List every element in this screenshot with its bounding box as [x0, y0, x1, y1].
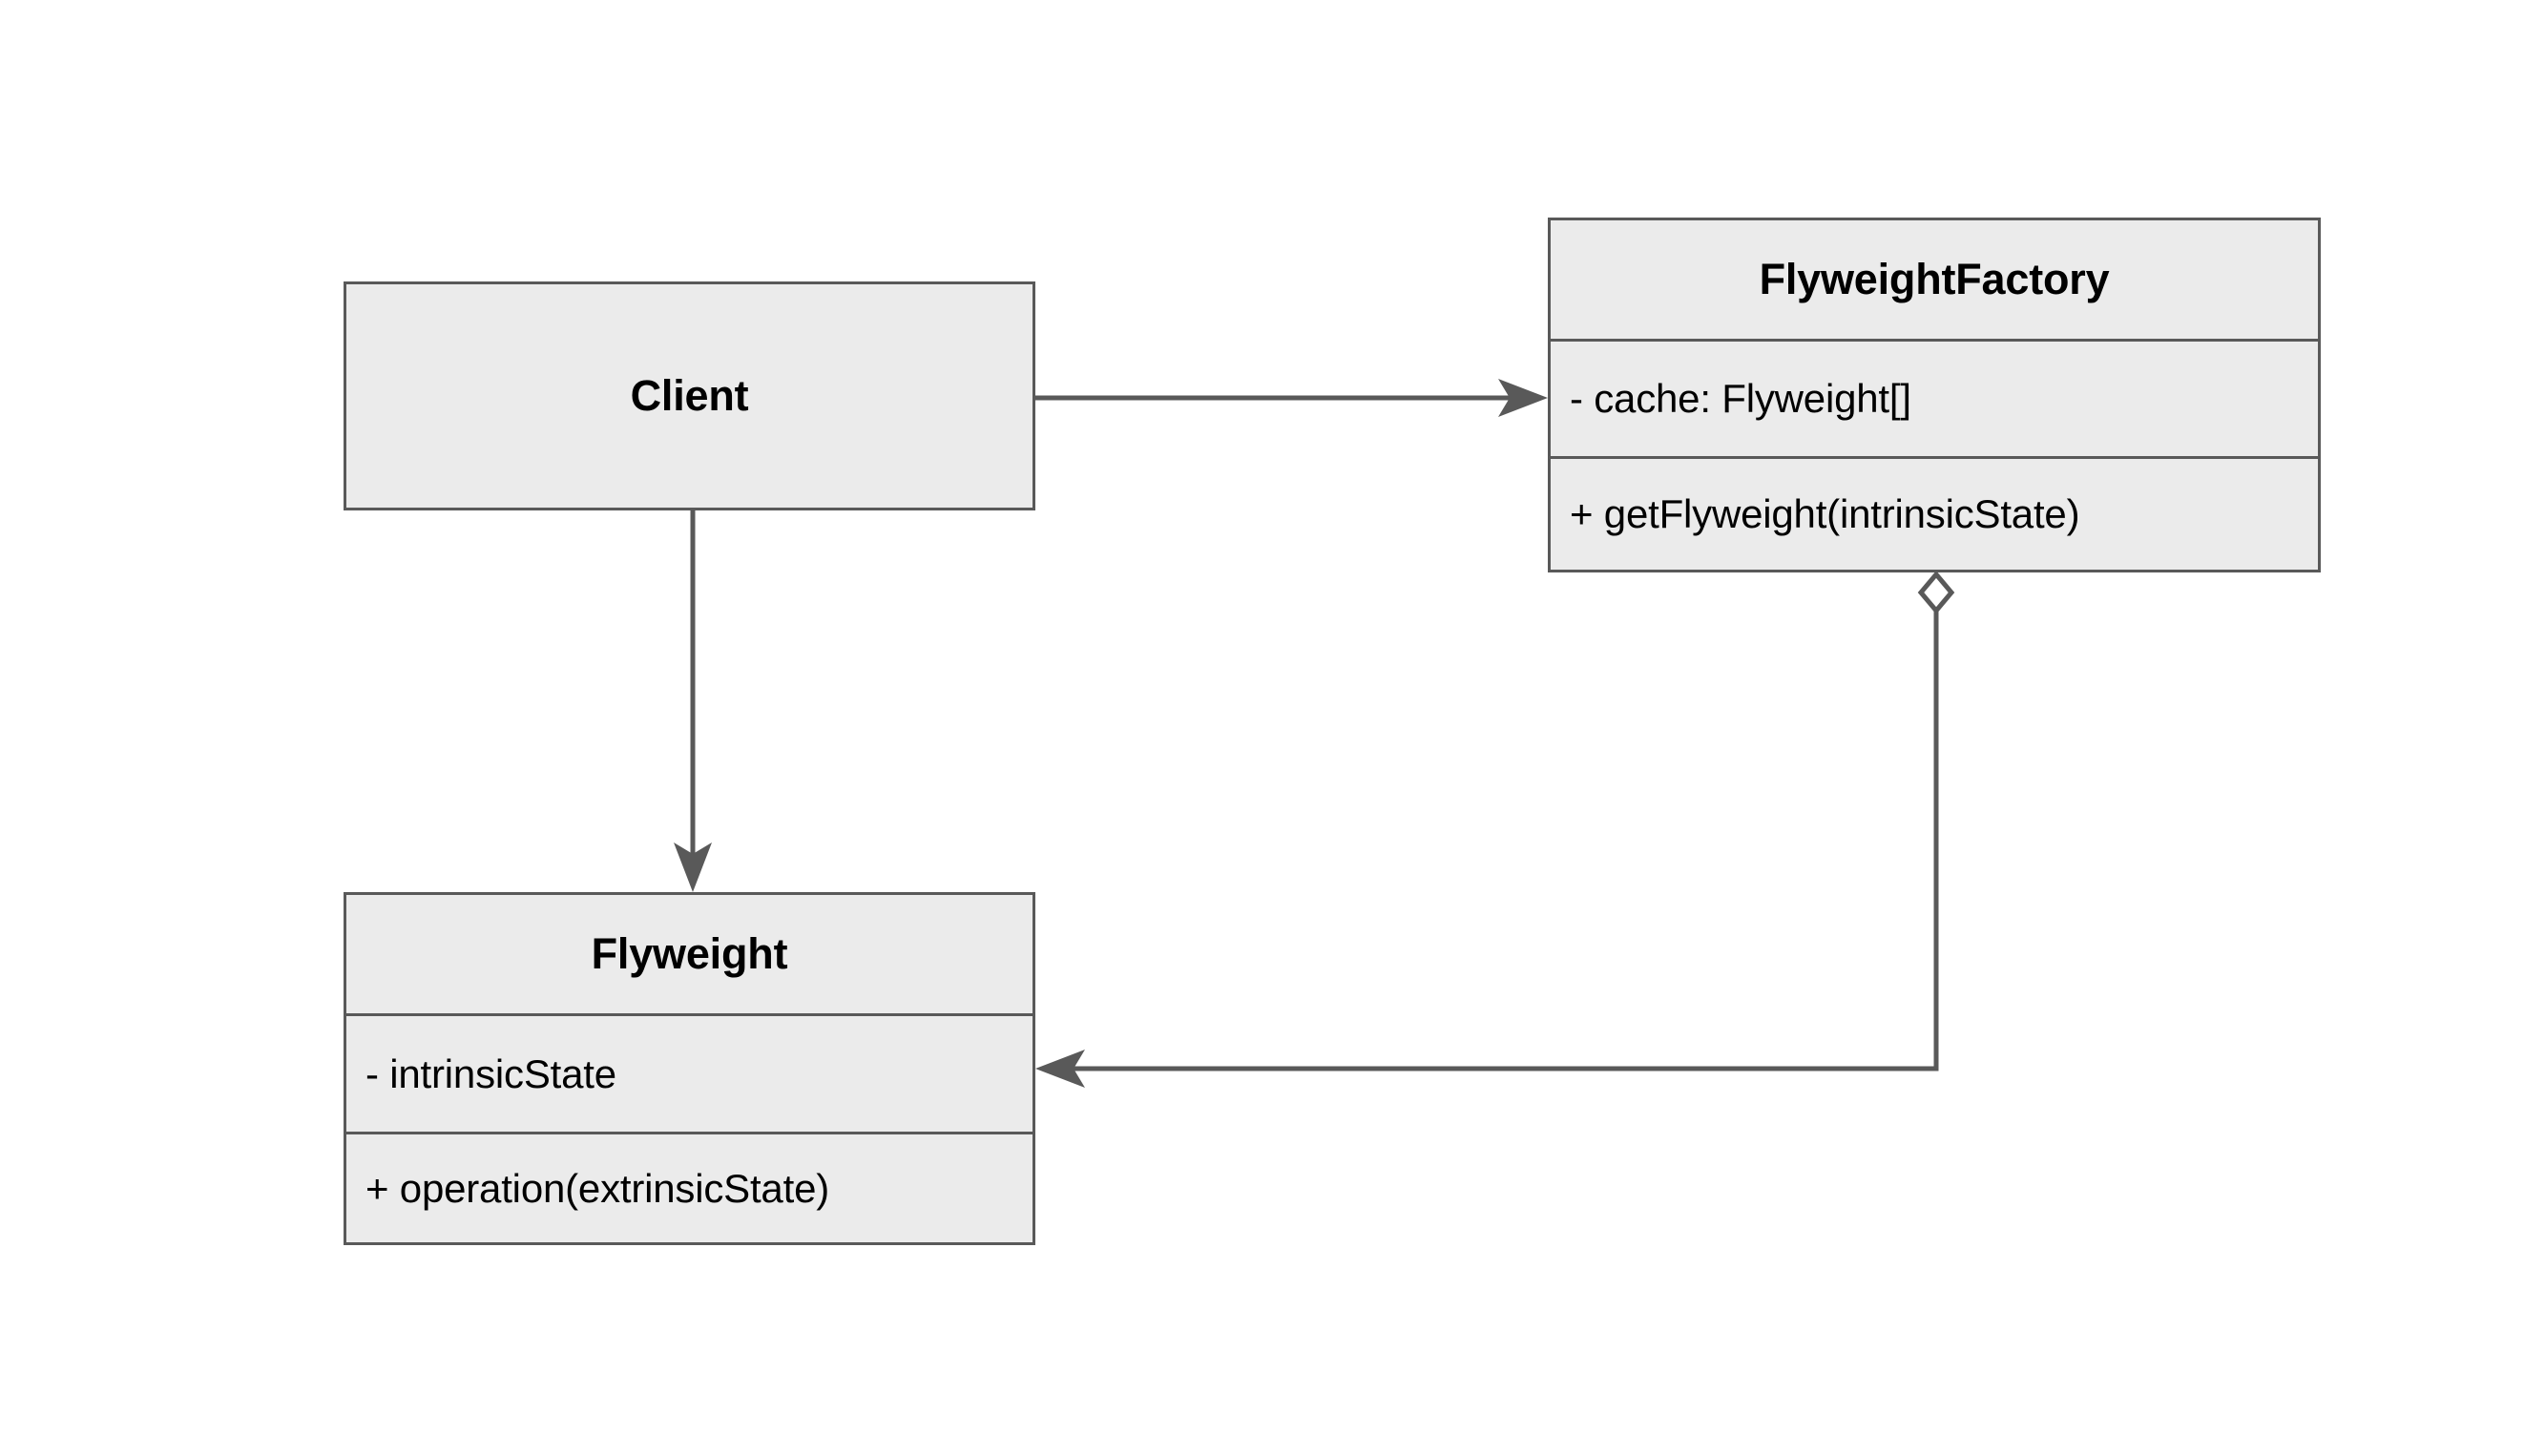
edge-client-to-flyweightfactory-arrowhead: [1498, 379, 1548, 417]
edge-aggregation-line: [1052, 611, 1939, 1071]
class-flyweight-operation-operation: + operation(extrinsicState): [346, 1132, 1033, 1242]
edge-aggregation-arrowhead: [1035, 1050, 1085, 1088]
uml-class-client[interactable]: Client: [344, 281, 1035, 510]
class-flyweightfactory-operation-getflyweight: + getFlyweight(intrinsicState): [1551, 455, 2318, 570]
uml-class-flyweightfactory[interactable]: FlyweightFactory - cache: Flyweight[] + …: [1548, 218, 2321, 572]
edge-client-to-flyweightfactory[interactable]: [1035, 379, 1548, 417]
uml-class-flyweight[interactable]: Flyweight - intrinsicState + operation(e…: [344, 892, 1035, 1245]
edge-client-to-flyweight-arrowhead: [674, 842, 712, 892]
class-flyweight-name: Flyweight: [591, 929, 788, 978]
class-flyweightfactory-name: FlyweightFactory: [1759, 254, 2110, 303]
class-flyweightfactory-attribute-cache: - cache: Flyweight[]: [1551, 338, 2318, 456]
edge-flyweightfactory-aggregates-flyweight[interactable]: [1035, 571, 1955, 1088]
open-diamond-aggregation-icon: [1917, 571, 1955, 614]
edge-client-to-flyweight[interactable]: [674, 510, 712, 892]
class-flyweight-attribute-intrinsicstate: - intrinsicState: [346, 1013, 1033, 1132]
class-client-name: Client: [630, 371, 749, 420]
